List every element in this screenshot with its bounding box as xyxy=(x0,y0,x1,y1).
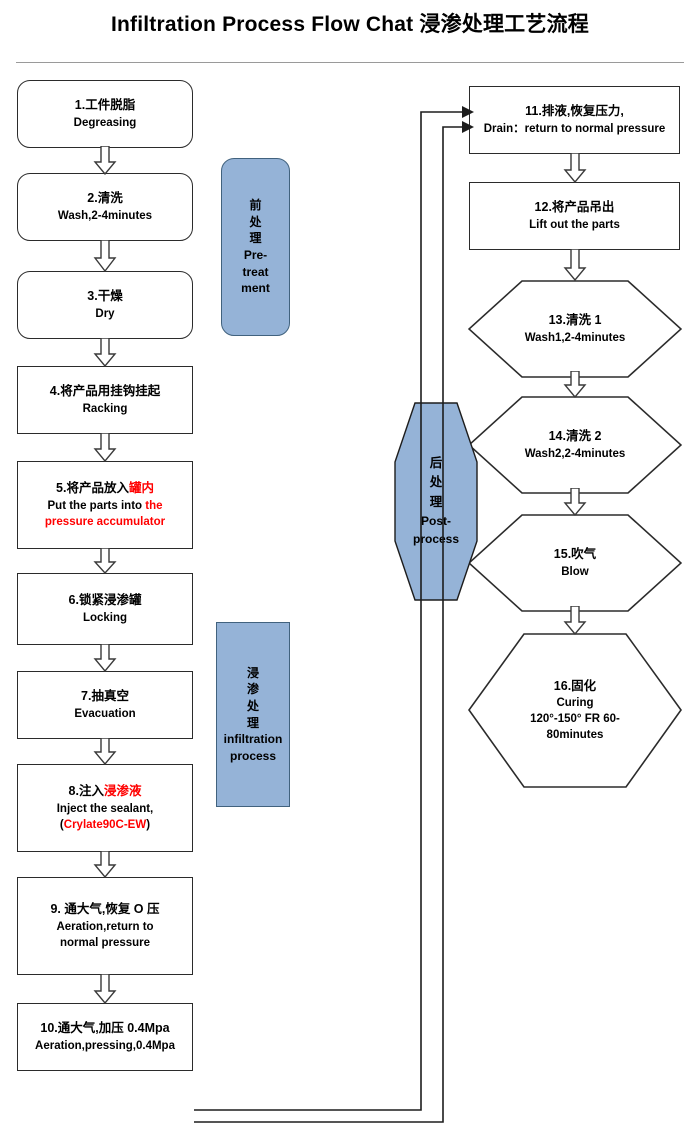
flow-node-step-2[interactable]: 2.清洗 Wash,2-4minutes xyxy=(17,173,193,241)
phase-label-pretreatment: 前处理 Pre-treat ment xyxy=(221,158,290,336)
flow-node-step-12[interactable]: 12.将产品吊出 Lift out the parts xyxy=(469,182,680,250)
step-8-line-1: 8.注入浸渗液 xyxy=(68,784,142,799)
arrow-3-to-4 xyxy=(93,337,117,368)
step-12-line-2: Lift out the parts xyxy=(529,218,620,231)
arrow-1-to-2 xyxy=(93,145,117,176)
step-7-line-1: 7.抽真空 xyxy=(81,689,129,704)
step-6-line-2: Locking xyxy=(82,611,128,624)
flow-node-step-4[interactable]: 4.将产品用挂钩挂起 Racking xyxy=(17,366,193,434)
step-5-line-2: Put the parts into the xyxy=(47,499,163,512)
step-10-line-2: Aeration,pressing,0.4Mpa xyxy=(35,1039,175,1052)
flow-node-step-8[interactable]: 8.注入浸渗液 Inject the sealant, (Crylate90C-EW… xyxy=(17,764,193,852)
step-6-line-1: 6.锁紧浸渗罐 xyxy=(68,593,142,608)
step-8-line-3: (Crylate90C-EW) xyxy=(59,818,151,831)
flow-node-step-5[interactable]: 5.将产品放入罐内 Put the parts into the pressure … xyxy=(17,461,193,549)
phase-pretreatment-line-6: ment xyxy=(241,281,270,296)
step-5-line-3: pressure accumulator xyxy=(44,515,166,528)
step-9-line-2: Aeration,return to xyxy=(56,920,154,933)
flow-node-step-1[interactable]: 1.工件脱脂 Degreasing xyxy=(17,80,193,148)
hexagon-shape xyxy=(468,633,682,788)
hexagon-shape xyxy=(468,280,682,378)
arrow-7-to-8 xyxy=(93,737,117,766)
phase-infiltration-line-6: process xyxy=(229,748,277,763)
arrow-14-to-15 xyxy=(563,487,587,517)
step-11-line-1: 11.排液,恢复压力, xyxy=(525,104,624,119)
arrow-5-to-6 xyxy=(93,547,117,575)
flow-node-step-9[interactable]: 9. 通大气,恢复 O 压 Aeration,return to normal pr… xyxy=(17,877,193,975)
arrow-13-to-14 xyxy=(563,370,587,399)
step-9-line-3: normal pressure xyxy=(59,936,151,949)
step-9-line-1: 9. 通大气,恢复 O 压 xyxy=(50,902,160,917)
step-4-line-2: Racking xyxy=(82,402,128,415)
step-7-line-2: Evacuation xyxy=(74,707,136,720)
flow-node-step-3[interactable]: 3.干燥 Dry xyxy=(17,271,193,339)
phase-infiltration-line-2: 渗 xyxy=(246,682,259,697)
arrow-12-to-13 xyxy=(563,248,587,282)
hexagon-shape xyxy=(468,514,682,612)
step-8-line-2: Inject the sealant, xyxy=(56,802,154,815)
step-5-line-1: 5.将产品放入罐内 xyxy=(56,481,154,496)
phase-infiltration-line-1: 浸 xyxy=(246,665,259,680)
flow-node-step-7[interactable]: 7.抽真空 Evacuation xyxy=(17,671,193,739)
arrow-15-to-16 xyxy=(563,605,587,636)
arrow-4-to-5 xyxy=(93,432,117,463)
flow-node-step-6[interactable]: 6.锁紧浸渗罐 Locking xyxy=(17,573,193,645)
arrow-2-to-3 xyxy=(93,239,117,273)
connector-step10-to-step11-lower xyxy=(190,120,475,1130)
phase-infiltration-line-3: 处 xyxy=(246,698,259,713)
arrow-11-to-12 xyxy=(563,152,587,184)
step-3-line-2: Dry xyxy=(95,307,115,320)
step-4-line-1: 4.将产品用挂钩挂起 xyxy=(49,384,161,399)
step-1-line-1: 1.工件脱脂 xyxy=(74,98,136,113)
hexagon-shape xyxy=(468,396,682,494)
phase-pretreatment-line-3: 理 xyxy=(249,231,262,246)
page-title: Infiltration Process Flow Chat 浸渗处理工艺流程 xyxy=(110,13,589,36)
phase-pretreatment-line-4: Pre- xyxy=(243,248,268,262)
phase-infiltration-line-4: 理 xyxy=(246,715,259,730)
step-3-line-1: 3.干燥 xyxy=(87,289,123,304)
arrow-8-to-9 xyxy=(93,850,117,879)
arrow-9-to-10 xyxy=(93,973,117,1005)
step-2-line-1: 2.清洗 xyxy=(87,191,123,206)
flow-node-step-11[interactable]: 11.排液,恢复压力, Drain：return to normal pressu… xyxy=(469,86,680,154)
step-1-line-2: Degreasing xyxy=(73,116,137,129)
phase-pretreatment-line-1: 前 xyxy=(249,198,262,213)
phase-infiltration-line-5: infiltration xyxy=(223,732,283,747)
phase-pretreatment-line-2: 处 xyxy=(249,214,262,229)
hexagon-vertical-shape xyxy=(394,402,478,601)
step-12-line-1: 12.将产品吊出 xyxy=(534,200,615,215)
title-divider xyxy=(16,62,684,63)
step-2-line-2: Wash,2-4minutes xyxy=(57,209,153,222)
step-11-line-2: Drain：return to normal pressure xyxy=(483,122,666,135)
phase-pretreatment-line-5: treat xyxy=(242,264,269,279)
step-10-line-1: 10.通大气,加压 0.4Mpa xyxy=(40,1021,170,1036)
arrow-6-to-7 xyxy=(93,643,117,673)
